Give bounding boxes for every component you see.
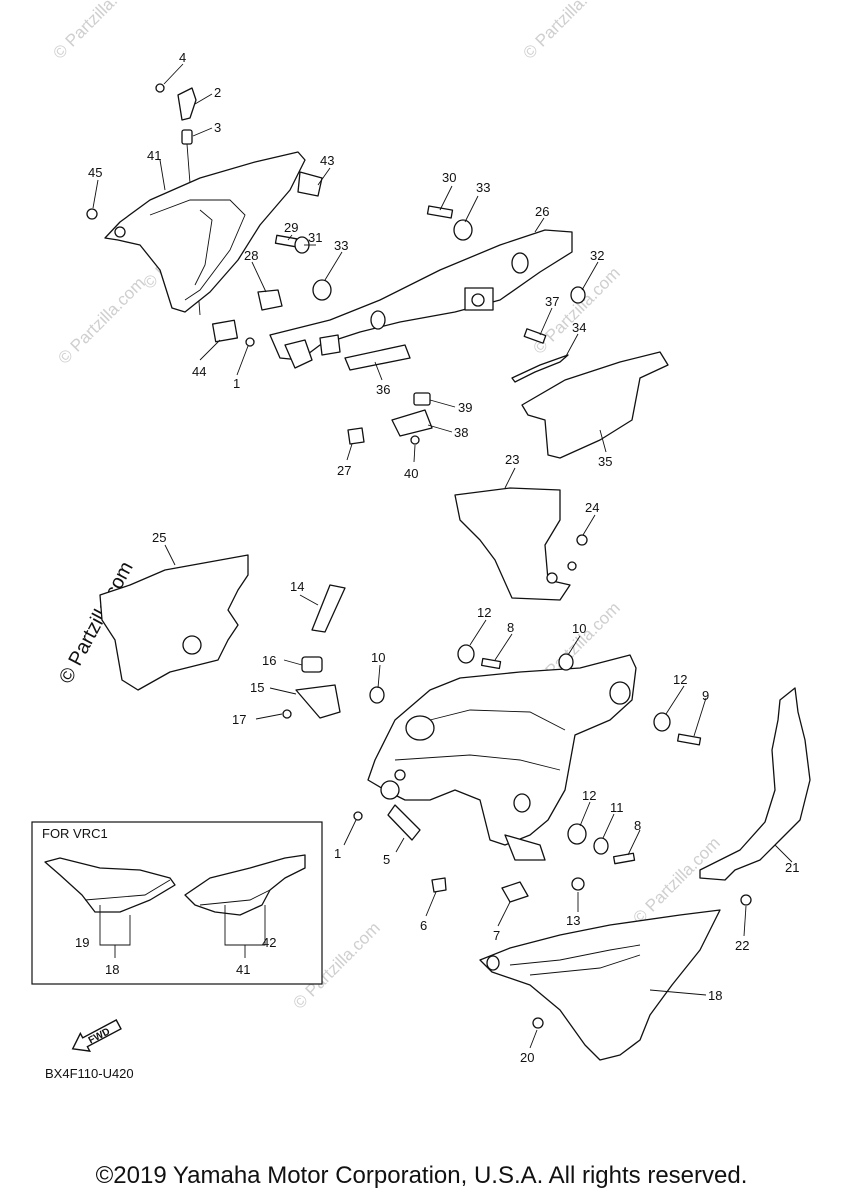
callout-30: 30: [442, 170, 456, 185]
watermark-faint: © Partzilla.com: [54, 273, 148, 367]
part-cover-35: [511, 351, 669, 459]
part-pad-44: [211, 319, 239, 343]
callout-29: 29: [284, 220, 298, 235]
callout-6: 6: [420, 918, 427, 933]
callout-39: 39: [458, 400, 472, 415]
callout-12: 12: [477, 605, 491, 620]
watermark-faint: © Partzilla.com: [49, 0, 143, 63]
callout-17: 17: [232, 712, 246, 727]
callout-2: 2: [214, 85, 221, 100]
callout-33: 33: [334, 238, 348, 253]
part-bracket-38: [245, 337, 433, 445]
callout-26: 26: [535, 204, 549, 219]
callout-11: 11: [610, 800, 624, 815]
callout-18: 18: [708, 988, 722, 1003]
callout-3: 3: [214, 120, 221, 135]
part-panel-25: [99, 554, 249, 691]
part-bolt-45: [86, 208, 98, 220]
callout-43: 43: [320, 153, 334, 168]
variant-box: FOR VRC1: [31, 821, 323, 985]
fwd-arrow-icon: FWD: [71, 1019, 122, 1052]
part-fasteners-upper: [257, 205, 586, 344]
callout-14: 14: [290, 579, 304, 594]
part-cover-18: [479, 909, 721, 1061]
callout-23: 23: [505, 452, 519, 467]
fwd-label: FWD: [87, 1026, 112, 1046]
part-bracket-21: [699, 687, 811, 906]
watermark-faint: © Partzilla.com: [529, 263, 623, 357]
callout-12: 12: [582, 788, 596, 803]
callout-24: 24: [585, 500, 599, 515]
callout-44: 44: [192, 364, 206, 379]
callout-15: 15: [250, 680, 264, 695]
part-frame-5: [367, 654, 637, 861]
part-bracket-23: [454, 487, 588, 601]
callout-7: 7: [493, 928, 500, 943]
watermark-faint: © Partzilla.com: [519, 0, 613, 63]
leader-lines: [92, 63, 793, 1049]
callout-12: 12: [673, 672, 687, 687]
callout-34: 34: [572, 320, 586, 335]
callout-4: 4: [179, 50, 186, 65]
callout-1: 1: [233, 376, 240, 391]
callout-9: 9: [702, 688, 709, 703]
part-frame-26: [269, 229, 573, 369]
part-strip-14: [311, 584, 346, 633]
part-side-cover-41: [104, 151, 323, 313]
callout-33: 33: [476, 180, 490, 195]
copyright-notice: ©2019 Yamaha Motor Corporation, U.S.A. A…: [95, 1162, 748, 1189]
callout-41: 41: [147, 148, 161, 163]
callout-36: 36: [376, 382, 390, 397]
callout-27: 27: [337, 463, 351, 478]
callout-32: 32: [590, 248, 604, 263]
callout-16: 16: [262, 653, 276, 668]
callout-13: 13: [566, 913, 580, 928]
callout-1: 1: [334, 846, 341, 861]
callout-20: 20: [520, 1050, 534, 1065]
diagram-code: BX4F110-U420: [45, 1066, 134, 1081]
callout-10: 10: [371, 650, 385, 665]
callout-18: 18: [105, 962, 119, 977]
callout-37: 37: [545, 294, 559, 309]
callout-21: 21: [785, 860, 799, 875]
callout-8: 8: [507, 620, 514, 635]
callout-35: 35: [598, 454, 612, 469]
callout-22: 22: [735, 938, 749, 953]
callout-25: 25: [152, 530, 166, 545]
callout-19: 19: [75, 935, 89, 950]
callout-38: 38: [454, 425, 468, 440]
part-bar-36: [344, 344, 411, 371]
callout-31: 31: [308, 230, 322, 245]
part-fasteners-middle: [353, 644, 702, 903]
callout-5: 5: [383, 852, 390, 867]
callout-labels: 4 2 3 41 45 43 30 33 26 29 31 33 28 32 3…: [75, 50, 799, 1065]
callout-40: 40: [404, 466, 418, 481]
callout-42: 42: [262, 935, 276, 950]
variant-box-title: FOR VRC1: [42, 826, 108, 841]
part-bracket-15: [282, 656, 341, 719]
callout-10: 10: [572, 621, 586, 636]
callout-8: 8: [634, 818, 641, 833]
callout-41: 41: [236, 962, 250, 977]
callout-45: 45: [88, 165, 102, 180]
callout-28: 28: [244, 248, 258, 263]
